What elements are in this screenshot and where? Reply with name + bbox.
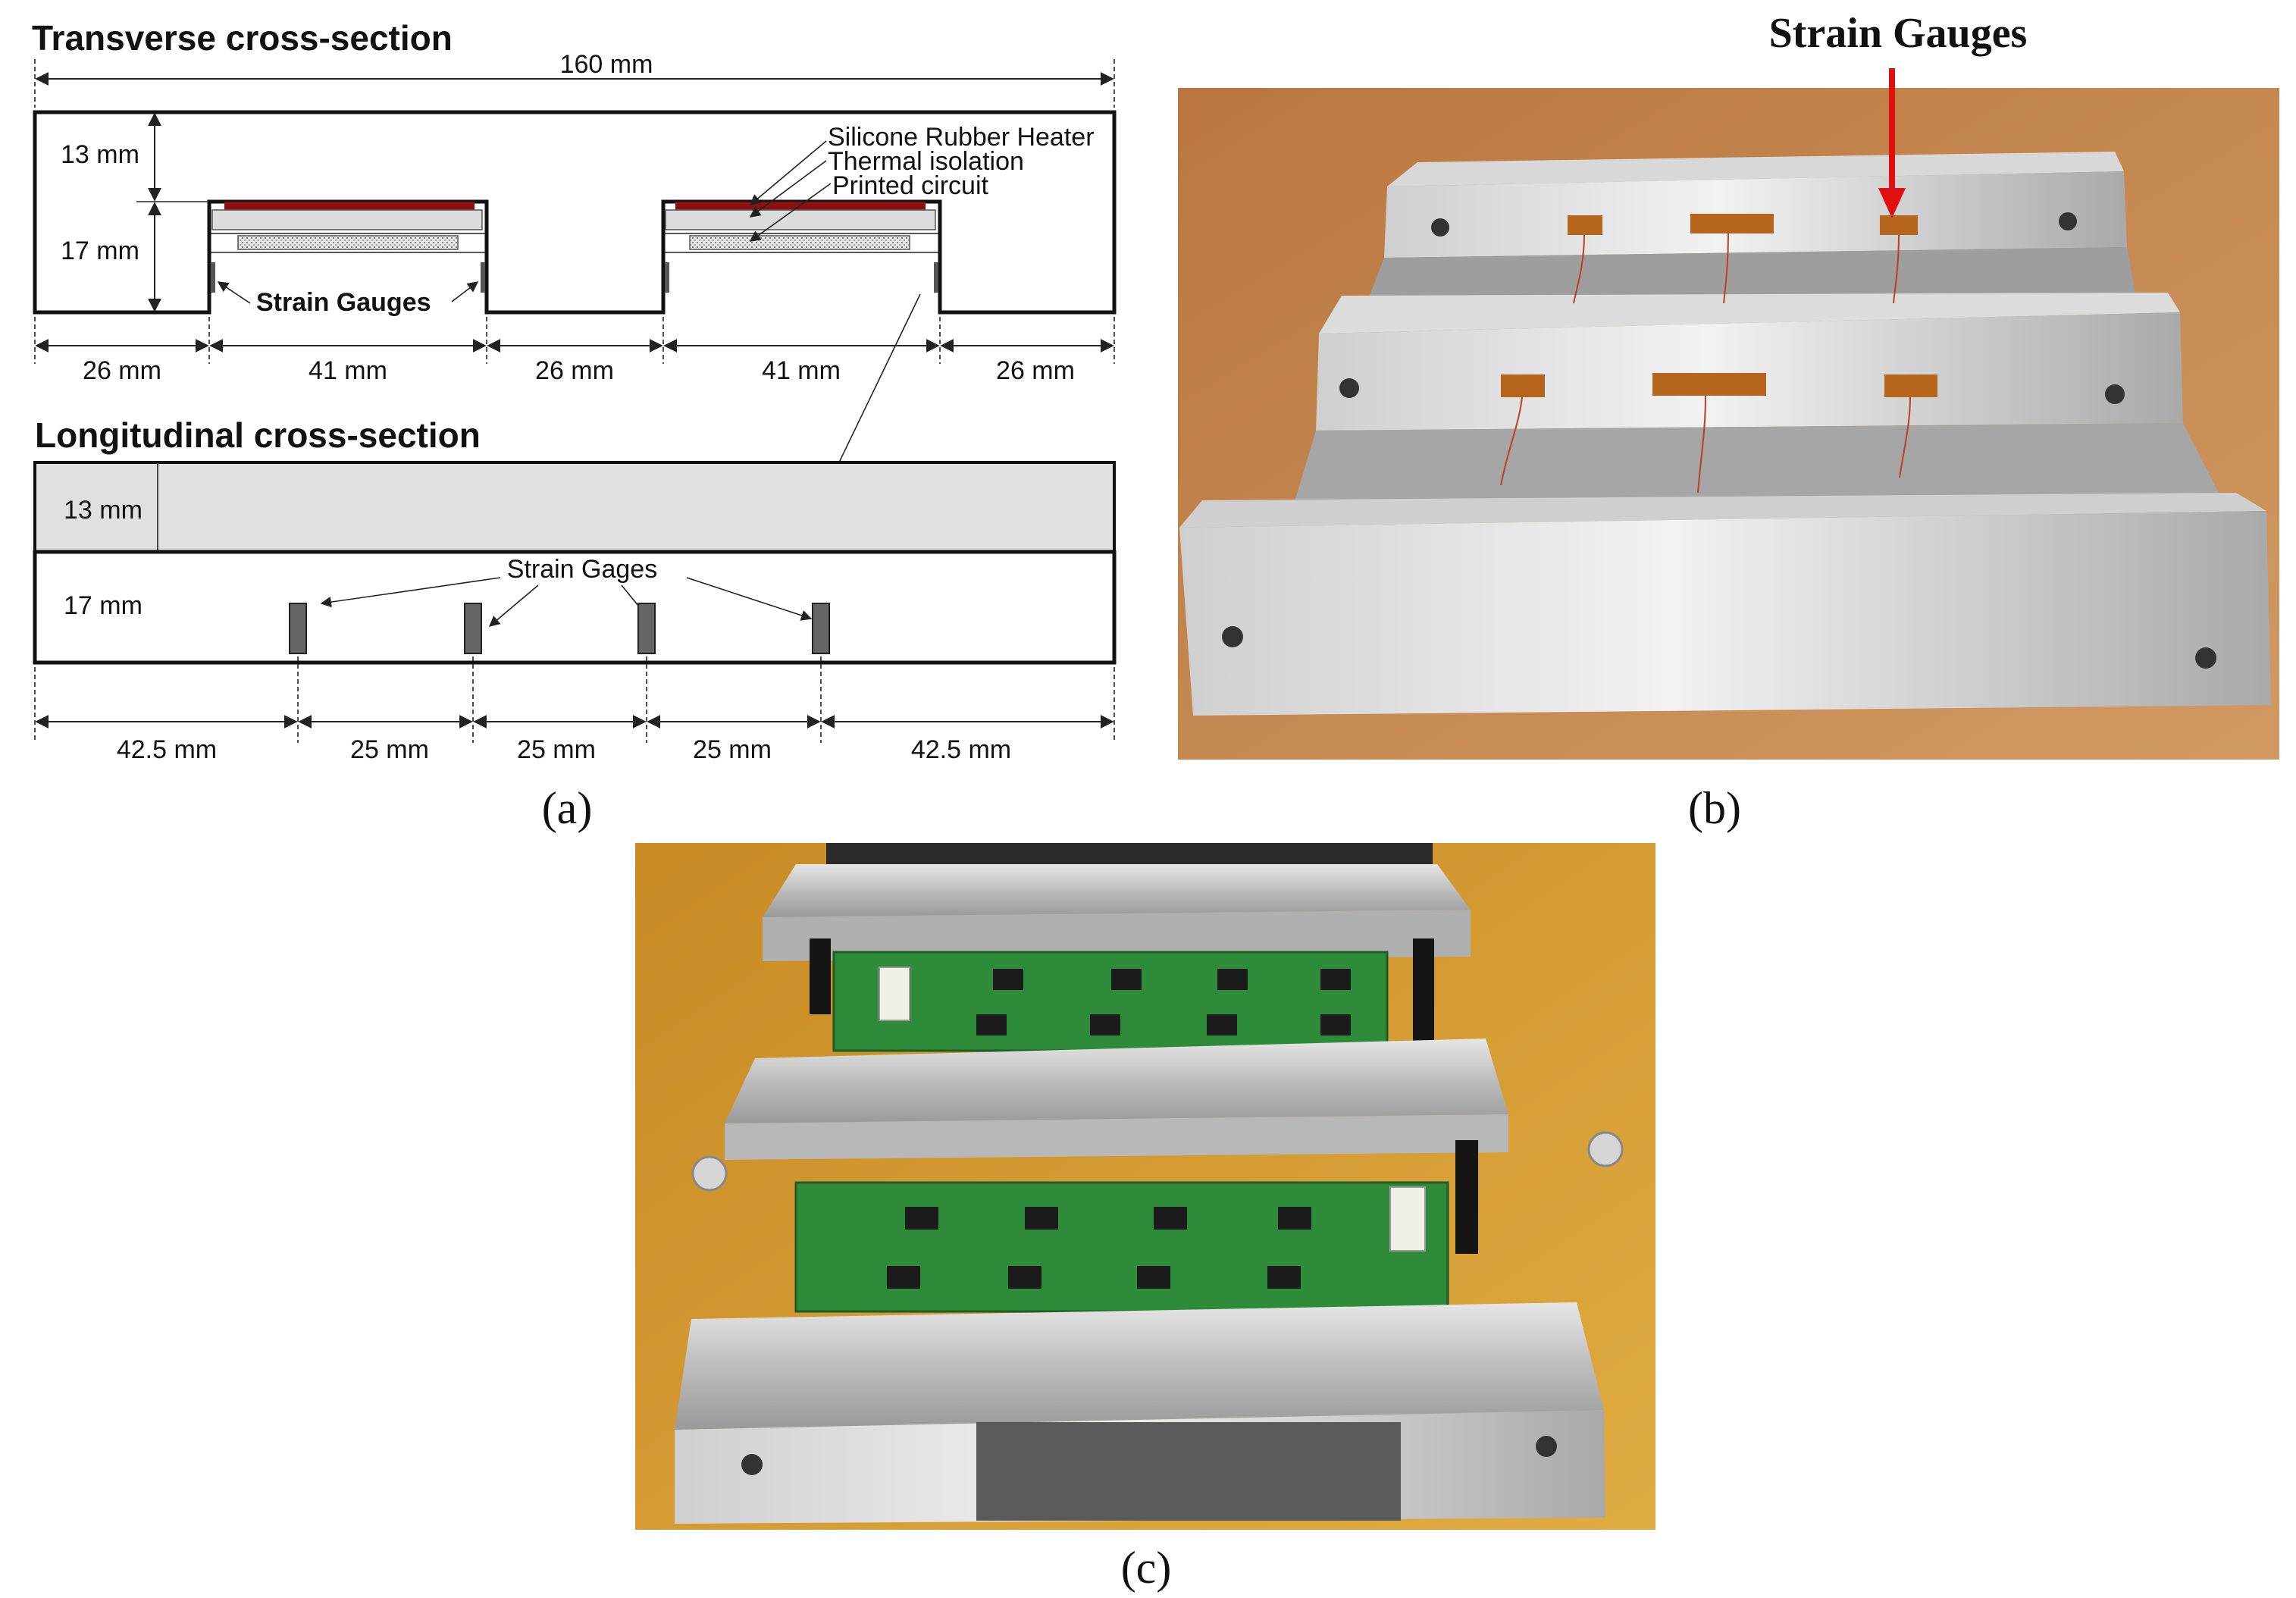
gage-2 (464, 603, 482, 654)
photo-b-hole-2 (2059, 212, 2077, 230)
photo-b-middle-bar-face (1316, 312, 2183, 431)
caption-a: (a) (542, 783, 593, 833)
gauge-left-a (211, 262, 215, 293)
leader-gauge-left (217, 281, 251, 304)
height-bottom-label: 17 mm (61, 237, 139, 265)
photo-c-front-bar-top (675, 1302, 1604, 1430)
photo-c-hole-1 (741, 1454, 763, 1475)
isolation-right (665, 209, 936, 230)
photo-b-groove-2 (1293, 423, 2222, 506)
isolation-left (211, 209, 483, 230)
gauge-right-a (665, 262, 669, 293)
photo-c-pcb-1 (832, 951, 1389, 1052)
longitudinal-title: Longitudinal cross-section (35, 415, 481, 455)
photo-c-back-bar-top (763, 864, 1471, 917)
photo-b-gauges-row-2 (1501, 373, 1937, 397)
photo-b-front-bar-face (1179, 511, 2271, 716)
longitudinal-section: Longitudinal cross-section 13 mm 17 mm S… (33, 415, 1117, 764)
width-label-2: 41 mm (309, 356, 387, 385)
photo-c-washer-left (691, 1155, 728, 1192)
photo-c-connector-1 (879, 967, 910, 1021)
gage-4 (812, 603, 830, 654)
gauge-right-b (934, 262, 938, 293)
photo-b-hole-3 (1339, 378, 1359, 398)
width-label-5: 26 mm (996, 356, 1075, 385)
photo-b-wires (1500, 233, 1911, 494)
photo-c-cable-3 (1455, 1140, 1478, 1254)
photo-b-front-bar-top (1179, 493, 2266, 528)
photo-c-pcb-2 (794, 1181, 1449, 1313)
gage-1 (289, 603, 307, 654)
width-label-1: 26 mm (83, 356, 161, 385)
circuit-right (689, 235, 910, 250)
label-strain-gauges-transverse: Strain Gauges (256, 288, 431, 317)
circuit-left (237, 235, 459, 250)
photo-b-hole-1 (1431, 218, 1449, 237)
long-height-bottom-label: 17 mm (64, 591, 143, 620)
height-top-label: 13 mm (61, 140, 139, 169)
photo-b-hole-6 (2195, 647, 2216, 669)
photo-c (635, 843, 1655, 1530)
label-circuit: Printed circuit (832, 171, 989, 200)
photo-b-gauges-row-1 (1568, 214, 1918, 235)
photo-c-washer-right (1587, 1131, 1624, 1167)
width-label-4: 41 mm (762, 356, 841, 385)
long-height-top-label: 13 mm (64, 496, 143, 525)
photo-c-cable-2 (1413, 938, 1434, 1045)
gage-3 (637, 603, 656, 654)
photo-b-hole-4 (2105, 384, 2125, 404)
photo-c-connector-2 (1389, 1186, 1426, 1252)
spacing-label-1: 42.5 mm (117, 735, 217, 764)
leader-gage-1 (320, 577, 501, 608)
spacing-label-5: 42.5 mm (911, 735, 1011, 764)
photo-b-hole-5 (1222, 626, 1243, 647)
longitudinal-bottom-band (33, 550, 1117, 665)
photo-b: Strain Gauges (1178, 10, 2279, 760)
photo-c-chips-1 (976, 969, 1351, 1036)
photo-c-chips-2 (887, 1207, 1311, 1289)
transverse-width-dims (34, 317, 1115, 364)
leader-isolation (749, 160, 827, 218)
label-heater: Silicone Rubber Heater (828, 123, 1095, 152)
photo-c-middle-bar-face (725, 1114, 1508, 1160)
overall-width-label: 160 mm (560, 50, 653, 79)
leader-gauge-right (451, 281, 479, 302)
heater-left (224, 202, 475, 210)
longitudinal-top-band (33, 461, 1116, 553)
leader-gage-2 (488, 584, 539, 627)
photo-c-tape (976, 1422, 1401, 1521)
label-strain-gages: Strain Gages (507, 555, 657, 584)
spacing-label-4: 25 mm (693, 735, 772, 764)
photo-b-label: Strain Gauges (1769, 10, 2028, 57)
leader-gage-4 (686, 577, 813, 621)
spacing-label-2: 25 mm (350, 735, 429, 764)
label-isolation: Thermal isolation (828, 147, 1024, 176)
photo-b-back-bar-top (1387, 152, 2124, 186)
transverse-profile (33, 110, 1117, 315)
spacing-label-3: 25 mm (517, 735, 596, 764)
photo-c-back-bar-face (763, 910, 1471, 961)
photo-b-middle-bar-top (1319, 293, 2180, 334)
caption-c: (c) (1121, 1543, 1172, 1593)
leader-circuit (749, 183, 832, 242)
caption-b: (b) (1688, 783, 1741, 833)
transverse-title: Transverse cross-section (32, 18, 453, 58)
photo-c-hole-2 (1536, 1436, 1557, 1457)
photo-c-cable-1 (810, 938, 831, 1014)
photo-c-dark-strip (826, 843, 1433, 866)
photo-b-pointer-head (1878, 188, 1906, 218)
photo-c-middle-bar-top (725, 1039, 1508, 1123)
width-label-3: 26 mm (535, 356, 614, 385)
gauge-left-b (481, 262, 485, 293)
leader-heater (749, 140, 827, 205)
longitudinal-spacing-dims (34, 656, 1115, 743)
